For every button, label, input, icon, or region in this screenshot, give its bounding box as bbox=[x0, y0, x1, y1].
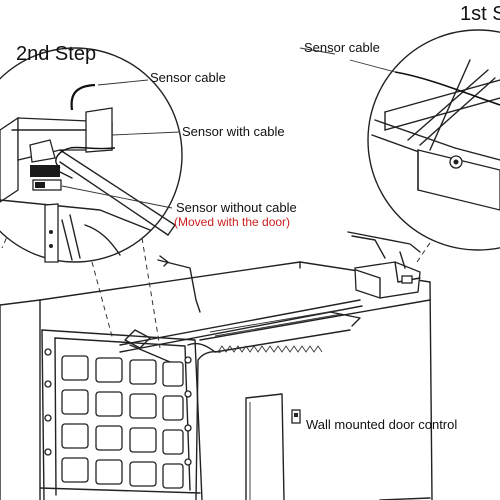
label-moved-with-door: (Moved with the door) bbox=[174, 215, 290, 229]
garage-scene bbox=[0, 231, 433, 500]
detail-1st-step: 1st S bbox=[299, 3, 500, 251]
door-panels bbox=[61, 355, 184, 489]
leader-2nd-step-a bbox=[91, 261, 114, 341]
sensor-cable-left bbox=[70, 83, 96, 111]
door-arm-bracket bbox=[124, 329, 151, 349]
label-sensor-cable-right: Sensor cable bbox=[304, 40, 380, 55]
header-bracket bbox=[157, 259, 201, 313]
label-sensor-without-cable: Sensor without cable bbox=[176, 200, 297, 215]
right-vertical-track bbox=[195, 350, 221, 500]
opener-hanger-bar bbox=[347, 231, 421, 253]
label-sensor-cable-left: Sensor cable bbox=[150, 70, 226, 85]
sensor-cable-right bbox=[394, 71, 500, 106]
door-inner-frame bbox=[54, 337, 191, 491]
label-wall-control: Wall mounted door control bbox=[306, 417, 457, 432]
detail-2nd-step: 2nd Step bbox=[0, 43, 183, 263]
label-sensor-with-cable: Sensor with cable bbox=[182, 124, 285, 139]
wall-control-device bbox=[291, 409, 301, 424]
back-wall-right-edge bbox=[429, 281, 433, 500]
opener-rail bbox=[119, 299, 363, 353]
floor-edge bbox=[39, 487, 201, 494]
right-track bbox=[187, 329, 351, 353]
sensor-with-cable bbox=[30, 165, 60, 177]
interior-door bbox=[245, 393, 285, 500]
opener-motor-unit bbox=[347, 231, 421, 299]
left-wall bbox=[0, 299, 41, 500]
labels: Sensor cable Sensor with cable Sensor wi… bbox=[150, 40, 457, 432]
step-1-title: 1st S bbox=[460, 3, 500, 25]
back-wall-top bbox=[199, 299, 431, 341]
opener-hanger bbox=[351, 235, 386, 259]
garage-door bbox=[39, 329, 203, 500]
leader-2nd-step-b bbox=[141, 237, 161, 349]
door-frame-left bbox=[41, 329, 45, 500]
leader-1st-step bbox=[414, 227, 441, 266]
door-rollers bbox=[44, 348, 192, 466]
door-frame-top bbox=[41, 329, 203, 500]
step-2-title: 2nd Step bbox=[16, 43, 96, 65]
door-arm bbox=[129, 344, 171, 363]
sensor-without-cable bbox=[32, 179, 62, 191]
door-inner-left bbox=[54, 337, 57, 496]
